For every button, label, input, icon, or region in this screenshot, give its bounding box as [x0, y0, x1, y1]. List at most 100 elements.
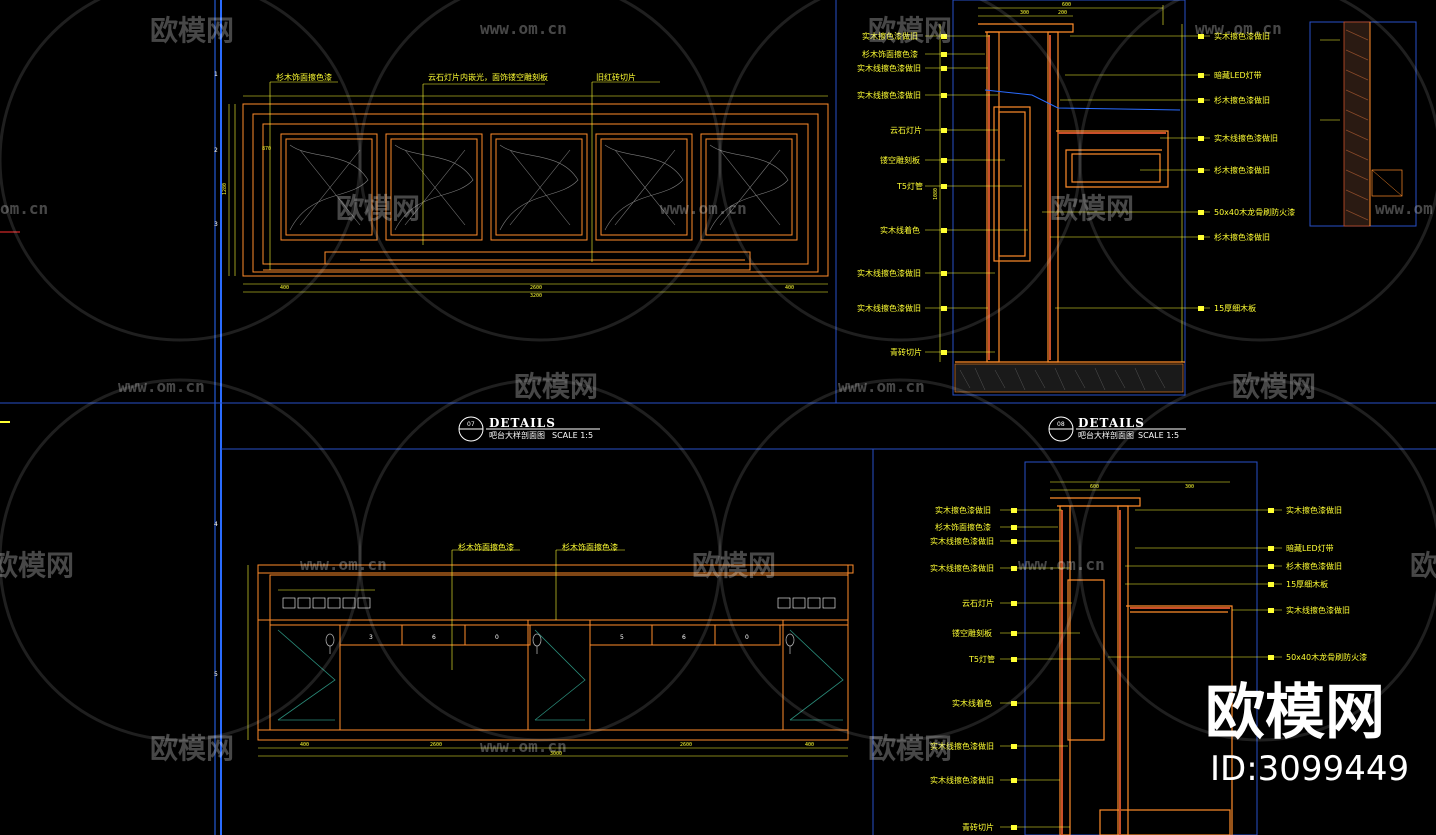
s08-left-label-5: 云石灯片 [890, 125, 922, 135]
wm-url-6: www.om.cn [118, 377, 205, 396]
dim-left: 400 [280, 285, 289, 291]
br-left-label-11: 青砖切片 [962, 822, 994, 832]
panel-08-section: 实木擦色漆做旧 杉木饰面擦色漆 实木线擦色漆做旧 实木线擦色漆做旧 云石灯片 镂… [857, 0, 1295, 396]
s08-left-label-3: 实木线擦色漆做旧 [857, 63, 921, 73]
br-left-label-5: 云石灯片 [962, 598, 994, 608]
wm-brand-4: 欧模网 [1050, 192, 1134, 225]
br-right-label-6: 50x40木龙骨刷防火漆 [1286, 652, 1367, 662]
br-left-label-3: 实木线擦色漆做旧 [930, 536, 994, 546]
s08-right-label-2: 暗藏LED灯带 [1214, 70, 1262, 80]
s08-dim-top: 600 [1062, 2, 1071, 8]
title-07-number: 07 [467, 421, 475, 428]
title-07-scale: SCALE 1:5 [552, 431, 593, 440]
bl-label-2: 杉木饰面擦色漆 [562, 542, 618, 552]
br-left-label-6: 镂空雕刻板 [952, 628, 992, 638]
br-right-label-2: 暗藏LED灯带 [1286, 543, 1334, 553]
s08-dim-height: 1080 [933, 188, 939, 200]
socket-row-left [282, 597, 371, 609]
socket-row-right [777, 597, 836, 609]
s08-dim-a: 300 [1020, 10, 1029, 16]
s08-right-label-3: 杉木擦色漆做旧 [1214, 95, 1270, 105]
drawer-num-6: 0 [745, 634, 749, 641]
drawer-num-1: 3 [369, 634, 373, 641]
wm-brand-1: 欧模网 [150, 14, 234, 47]
panel-07-elevation: 杉木饰面擦色漆 云石灯片内嵌光，面饰镂空雕刻板 旧红砖切片 400 2600 3… [222, 72, 829, 299]
br-left-label-2: 杉木饰面擦色漆 [935, 522, 991, 532]
s08-left-label-2: 杉木饰面擦色漆 [862, 49, 918, 59]
br-left-label-9: 实木线擦色漆做旧 [930, 741, 994, 751]
dim-right: 400 [785, 285, 794, 291]
title-block-08: 08 DETAILS 吧台大样剖面图 SCALE 1:5 [1048, 416, 1186, 442]
wm-url-7: www.om.cn [838, 377, 925, 396]
drawer-num-5: 6 [682, 634, 686, 641]
s08-left-label-1: 实木擦色漆做旧 [862, 31, 918, 41]
dim-center: 2600 [530, 285, 542, 291]
title-08-subtitle: 吧台大样剖面图 [1078, 430, 1134, 440]
panel-bottom-left-elevation: 杉木饰面擦色漆 杉木饰面擦色漆 400 2600 3000 2600 400 3… [247, 542, 854, 757]
title-08-details: DETAILS [1078, 416, 1145, 430]
dim-total: 3200 [530, 293, 542, 299]
s08-left-label-9: 实木线擦色漆做旧 [857, 268, 921, 278]
br-right-label-5: 实木线擦色漆做旧 [1286, 605, 1350, 615]
wm-url-5: www.om.cn [1375, 199, 1436, 218]
s08-left-label-10: 实木线擦色漆做旧 [857, 303, 921, 313]
wm-brand-6: 欧模网 [1232, 370, 1316, 403]
drawer-num-4: 5 [620, 634, 624, 641]
s08-left-label-4: 实木线擦色漆做旧 [857, 90, 921, 100]
br-dim-2: 300 [1185, 484, 1194, 490]
title-block-07: 07 DETAILS 吧台大样剖面图 SCALE 1:5 [458, 416, 600, 442]
wm-brand-7: 欧模网 [0, 549, 74, 582]
wm-url-9: www.om.cn [1018, 555, 1105, 574]
bl-dim-2: 2600 [430, 742, 442, 748]
s08-right-label-1: 实木擦色漆做旧 [1214, 31, 1270, 41]
s08-right-label-5: 杉木擦色漆做旧 [1214, 165, 1270, 175]
bl-dim-1: 400 [300, 742, 309, 748]
left-ruler: 1 2 3 4 5 [214, 71, 218, 678]
title-08-number: 08 [1057, 421, 1065, 428]
title-07-subtitle: 吧台大样剖面图 [489, 430, 545, 440]
dim-height: 1280 [222, 183, 228, 195]
br-right-label-4: 15厚细木板 [1286, 579, 1328, 589]
ruler-tick-4: 4 [214, 521, 218, 528]
label-fir-veneer: 杉木饰面擦色漆 [276, 72, 332, 82]
bl-dim-4: 2600 [680, 742, 692, 748]
floor-hatch [959, 367, 1166, 391]
drawer-num-3: 0 [495, 634, 499, 641]
wm-brand-2: 欧模网 [868, 14, 952, 47]
watermark-layer: 欧模网 欧模网 欧模网 欧模网 欧模网 欧模网 欧模网 欧模网 欧模网 欧模网 … [0, 0, 1436, 765]
bl-dim-3: 3000 [550, 751, 562, 757]
ruler-tick-1: 1 [214, 71, 218, 78]
wm-brand-11: 欧模网 [868, 732, 952, 765]
title-08-scale: SCALE 1:5 [1138, 431, 1179, 440]
detail-strip [1309, 21, 1417, 227]
br-right-label-3: 杉木擦色漆做旧 [1286, 561, 1342, 571]
title-07-details: DETAILS [489, 416, 556, 430]
br-left-label-1: 实木擦色漆做旧 [935, 505, 991, 515]
wm-url-2: www.om.cn [1195, 19, 1282, 38]
label-old-brick: 旧红砖切片 [596, 72, 636, 82]
br-left-label-4: 实木线擦色漆做旧 [930, 563, 994, 573]
brand-id: ID:3099449 [1210, 749, 1410, 789]
s08-left-label-6: 镂空雕刻板 [880, 155, 920, 165]
carved-panels [289, 144, 789, 231]
br-left-label-8: 实木线着色 [952, 698, 992, 708]
brand-watermark: 欧模网 [1205, 678, 1385, 748]
ruler-tick-3: 3 [214, 221, 218, 228]
wm-brand-8: 欧模网 [692, 549, 776, 582]
wm-url-4: www.om.cn [660, 199, 747, 218]
br-left-label-7: T5灯管 [968, 654, 995, 664]
s08-right-label-6: 50x40木龙骨刷防火漆 [1214, 207, 1295, 217]
drawer-num-2: 6 [432, 634, 436, 641]
bl-label-1: 杉木饰面擦色漆 [458, 542, 514, 552]
ruler-tick-5: 5 [214, 671, 218, 678]
s08-left-label-11: 青砖切片 [890, 347, 922, 357]
s08-dim-b: 200 [1058, 10, 1067, 16]
s08-right-label-4: 实木线擦色漆做旧 [1214, 133, 1278, 143]
br-left-label-10: 实木线擦色漆做旧 [930, 775, 994, 785]
s08-right-label-8: 15厚细木板 [1214, 303, 1256, 313]
wm-url-3: om.cn [0, 199, 48, 218]
ruler-tick-2: 2 [214, 147, 218, 154]
